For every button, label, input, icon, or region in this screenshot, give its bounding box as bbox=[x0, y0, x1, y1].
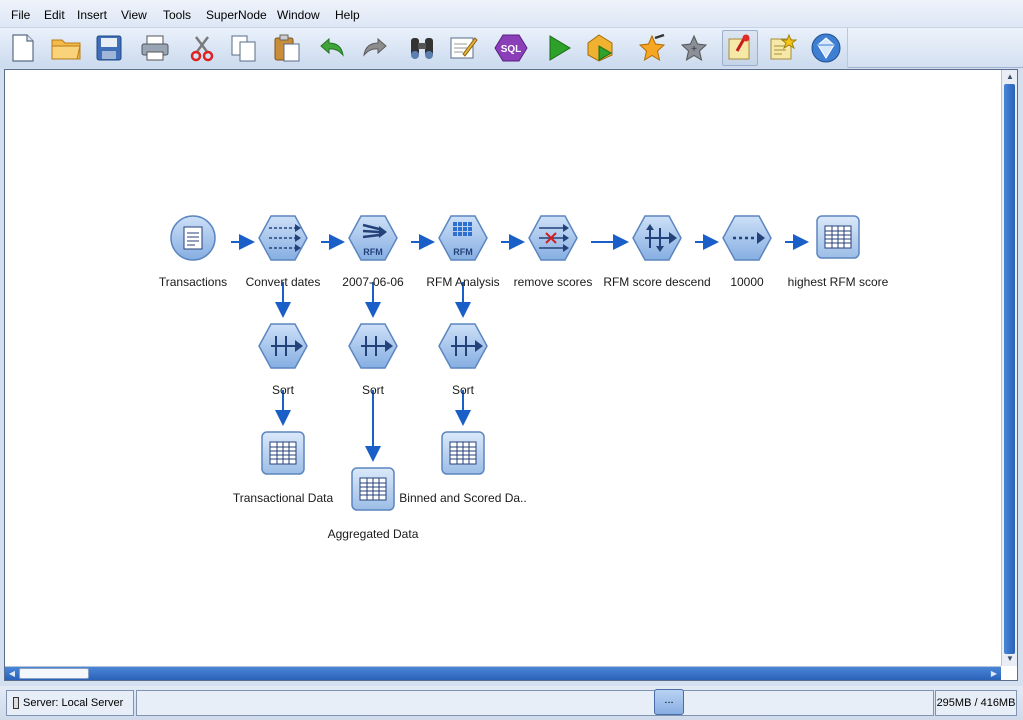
sql-label: SQL bbox=[501, 44, 522, 55]
node-highest-rfm-score[interactable] bbox=[816, 215, 860, 259]
horizontal-scrollbar[interactable]: ◀ ▶ bbox=[5, 666, 1001, 680]
node-rfm-analysis[interactable]: RFM bbox=[438, 215, 488, 261]
sql-icon[interactable]: SQL bbox=[493, 30, 529, 66]
print-icon[interactable] bbox=[137, 30, 173, 66]
node-label: Sort bbox=[451, 383, 475, 397]
node-label: 2007-06-06 bbox=[342, 275, 404, 289]
node-transactional-data[interactable] bbox=[261, 431, 305, 475]
menu-bar: File Edit Insert View Tools SuperNode Wi… bbox=[0, 0, 1023, 28]
copy-icon[interactable] bbox=[226, 30, 262, 66]
node-convert-dates[interactable] bbox=[258, 215, 308, 261]
menu-edit[interactable]: Edit bbox=[44, 8, 65, 22]
node-label: Binned and Scored Da.. bbox=[399, 491, 527, 505]
redo-icon[interactable] bbox=[357, 30, 393, 66]
node-label: Sort bbox=[271, 383, 295, 397]
menu-window[interactable]: Window bbox=[277, 8, 320, 22]
run-icon[interactable] bbox=[541, 30, 577, 66]
stream-canvas-frame: RFM RFM bbox=[4, 69, 1018, 681]
node-sort-2[interactable] bbox=[348, 323, 398, 369]
node-label: Transactions bbox=[158, 275, 228, 289]
cut-icon[interactable] bbox=[184, 30, 220, 66]
menu-insert[interactable]: Insert bbox=[77, 8, 108, 22]
toolbar-group: SQL + bbox=[0, 28, 848, 68]
scroll-down-icon[interactable]: ▼ bbox=[1006, 654, 1014, 663]
memory-usage: 295MB / 416MB bbox=[935, 690, 1017, 716]
menu-supernode[interactable]: SuperNode bbox=[206, 8, 267, 22]
node-label: highest RFM score bbox=[787, 275, 889, 289]
node-label: Sort bbox=[361, 383, 385, 397]
paste-icon[interactable] bbox=[269, 30, 305, 66]
menu-view[interactable]: View bbox=[121, 8, 147, 22]
save-icon[interactable] bbox=[91, 30, 127, 66]
menu-file[interactable]: File bbox=[11, 8, 31, 22]
toolbar: SQL + bbox=[0, 28, 1023, 68]
comment-icon[interactable] bbox=[764, 30, 800, 66]
node-label: Aggregated Data bbox=[327, 527, 419, 541]
node-sort-1[interactable] bbox=[258, 323, 308, 369]
scroll-right-icon[interactable]: ▶ bbox=[990, 669, 998, 678]
node-aggregated-data[interactable] bbox=[351, 467, 395, 511]
vertical-scroll-thumb[interactable] bbox=[1004, 84, 1015, 654]
svg-text:+: + bbox=[691, 44, 697, 55]
rfm-badge: RFM bbox=[453, 247, 473, 257]
favorite-star-icon[interactable] bbox=[634, 30, 670, 66]
rfm-badge: RFM bbox=[363, 247, 383, 257]
node-2007-06-06[interactable]: RFM bbox=[348, 215, 398, 261]
menu-help[interactable]: Help bbox=[335, 8, 360, 22]
menu-tools[interactable]: Tools bbox=[163, 8, 192, 22]
node-label: RFM score descend bbox=[603, 275, 711, 289]
node-label: remove scores bbox=[513, 275, 593, 289]
run-selection-icon[interactable] bbox=[583, 30, 619, 66]
new-stream-icon[interactable] bbox=[5, 30, 41, 66]
open-folder-icon[interactable] bbox=[48, 30, 84, 66]
vertical-scrollbar[interactable]: ▲ ▼ bbox=[1001, 70, 1017, 666]
star-plus-icon[interactable]: + bbox=[676, 30, 712, 66]
status-message-area bbox=[136, 690, 934, 716]
stream-canvas[interactable]: RFM RFM bbox=[5, 70, 1001, 666]
edit-stream-icon[interactable] bbox=[446, 30, 482, 66]
stream-links bbox=[231, 234, 809, 462]
annotation-pin-icon[interactable] bbox=[722, 30, 758, 66]
node-rfm-score-descend[interactable] bbox=[632, 215, 682, 261]
node-label: RFM Analysis bbox=[426, 275, 500, 289]
horizontal-scroll-thumb[interactable] bbox=[19, 668, 89, 679]
scroll-up-icon[interactable]: ▲ bbox=[1006, 72, 1014, 81]
node-10000[interactable] bbox=[722, 215, 772, 261]
status-bar: Server: Local Server ... 295MB / 416MB bbox=[0, 686, 1023, 720]
node-transactions[interactable] bbox=[170, 215, 216, 261]
model-gem-icon[interactable] bbox=[808, 30, 844, 66]
node-binned-scored-data[interactable] bbox=[441, 431, 485, 475]
node-label: Transactional Data bbox=[232, 491, 334, 505]
server-label: Server: Local Server bbox=[23, 697, 124, 709]
node-label: 10000 bbox=[730, 275, 764, 289]
node-remove-scores[interactable] bbox=[528, 215, 578, 261]
find-binoculars-icon[interactable] bbox=[404, 30, 440, 66]
status-more-button[interactable]: ... bbox=[654, 689, 684, 715]
server-icon bbox=[13, 697, 19, 710]
scroll-left-icon[interactable]: ◀ bbox=[8, 669, 16, 678]
node-label: Convert dates bbox=[245, 275, 321, 289]
server-status[interactable]: Server: Local Server bbox=[6, 690, 134, 716]
undo-icon[interactable] bbox=[314, 30, 350, 66]
node-sort-3[interactable] bbox=[438, 323, 488, 369]
